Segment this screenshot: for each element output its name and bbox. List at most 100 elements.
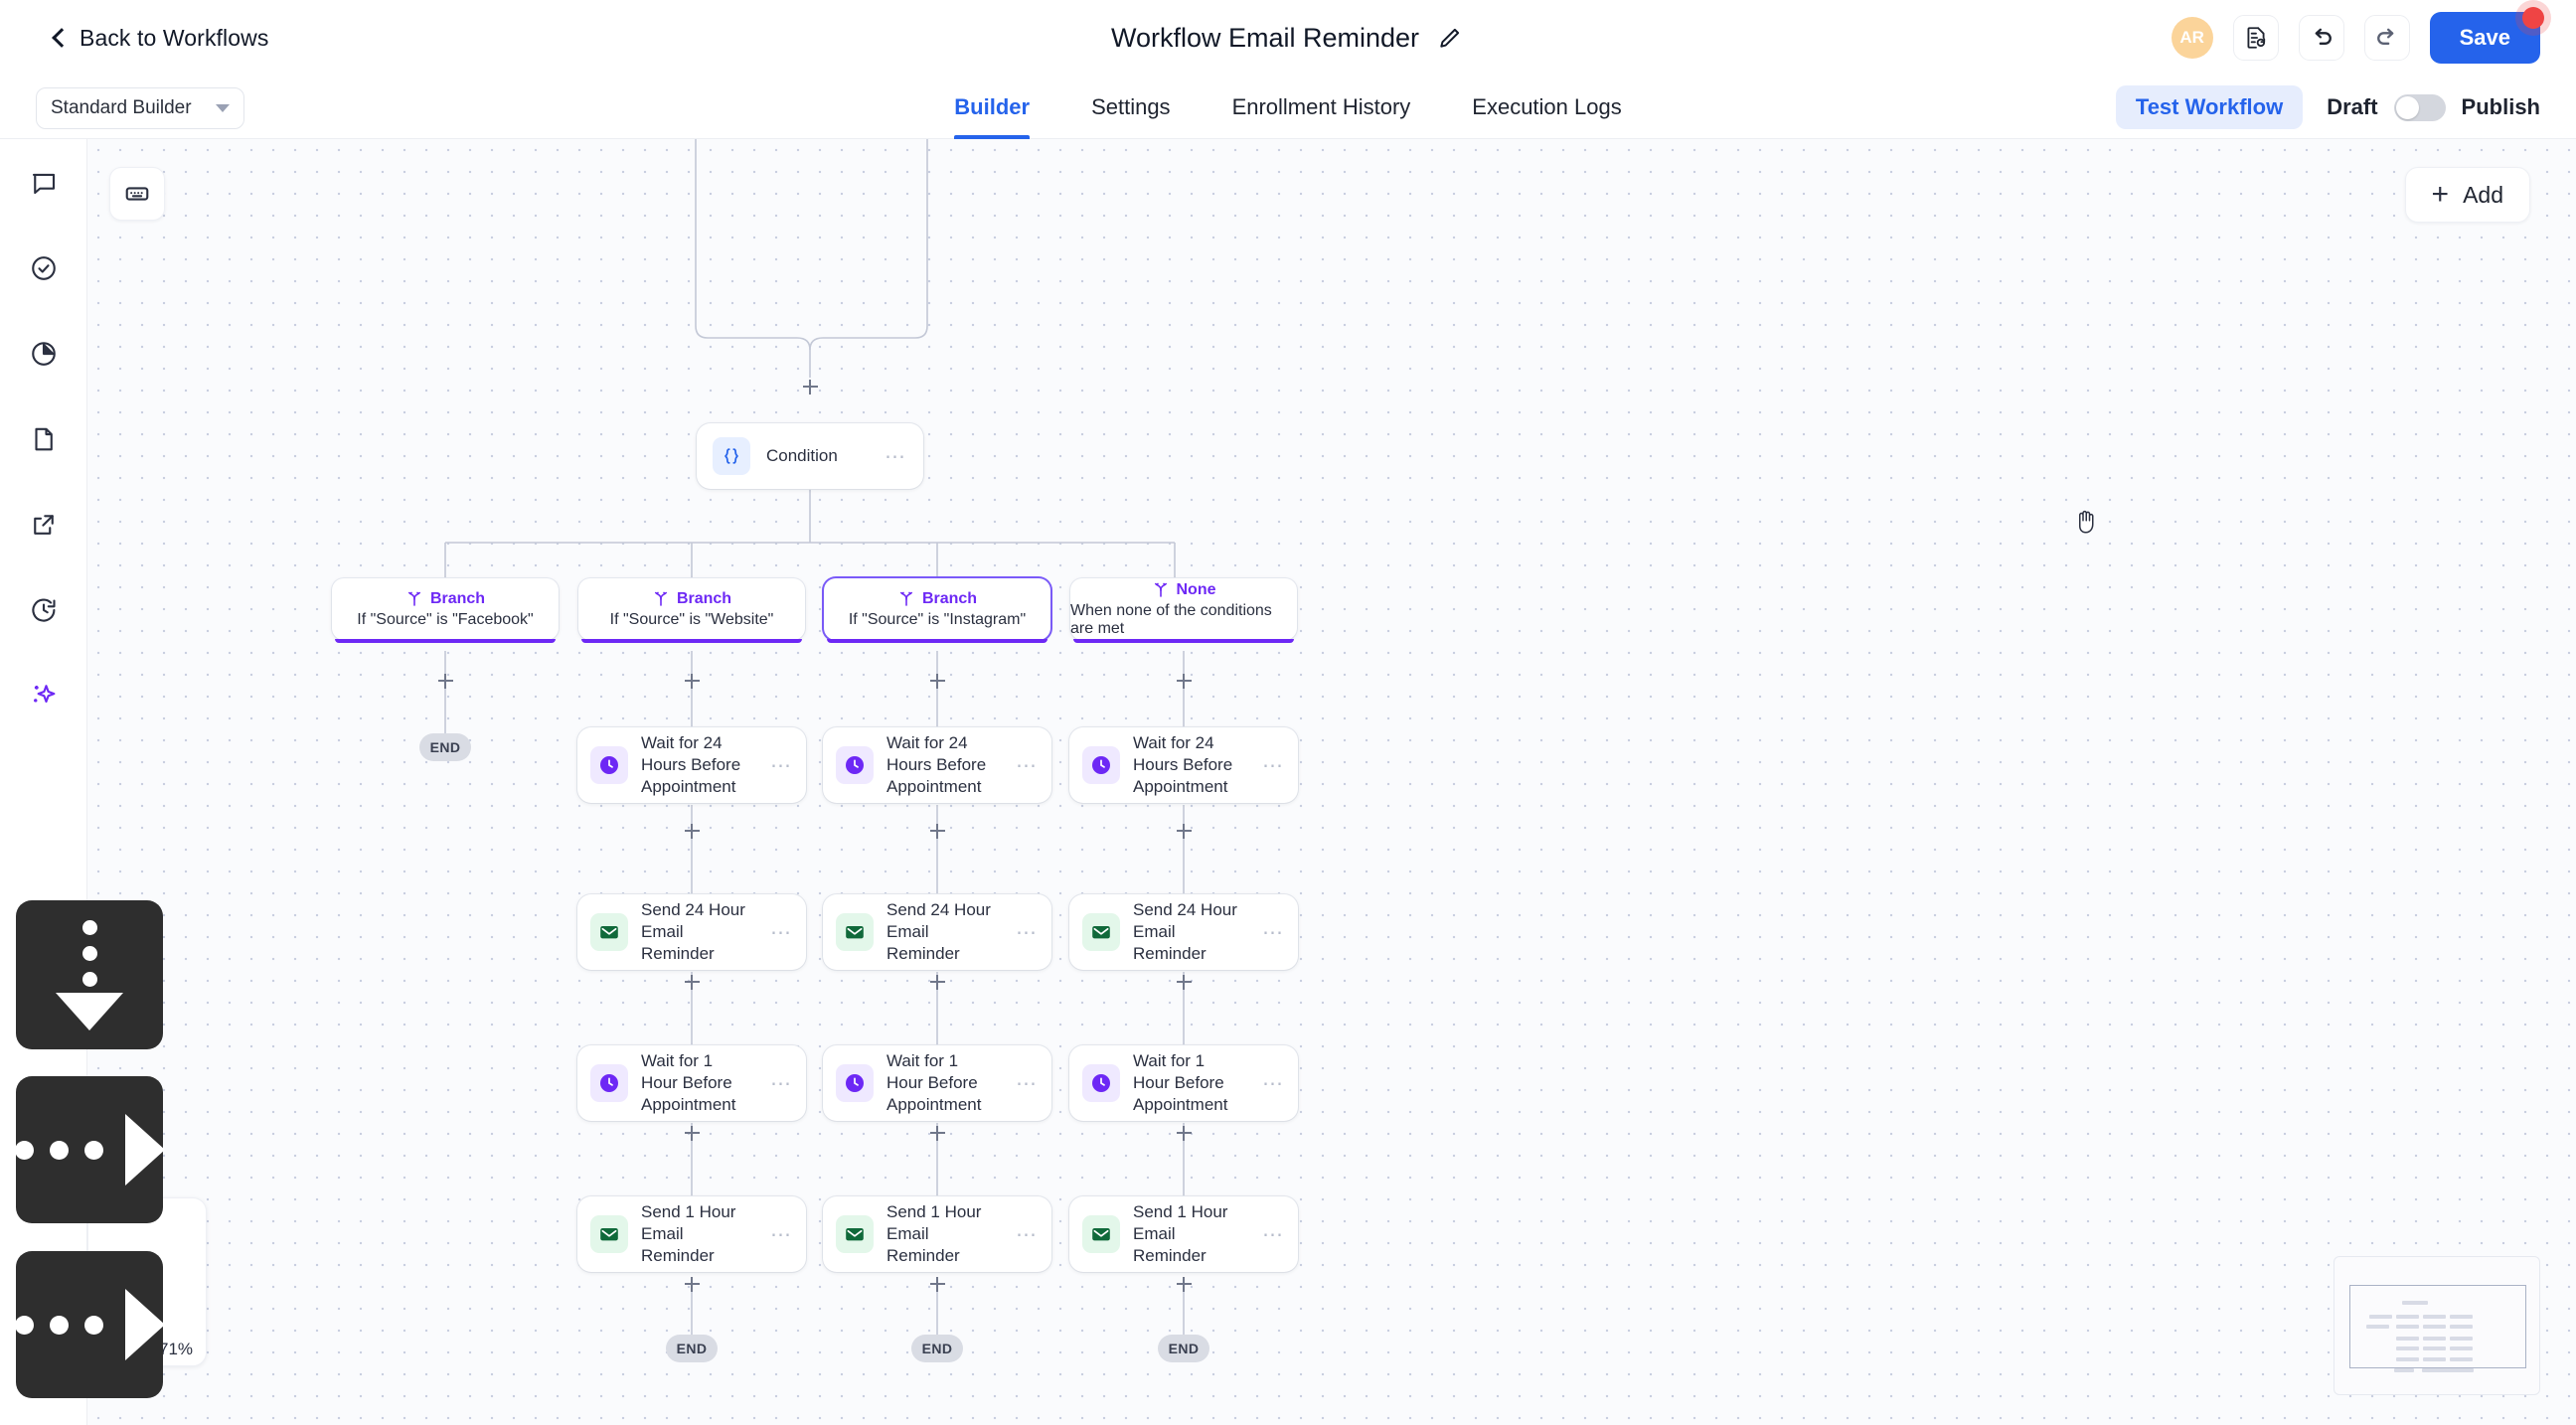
- node-menu-icon[interactable]: ⋯: [770, 753, 793, 777]
- tab-builder[interactable]: Builder: [954, 76, 1030, 139]
- node-wait-1h[interactable]: Wait for 1 Hour Before Appointment ⋯: [1069, 1045, 1298, 1121]
- add-step-handle[interactable]: [1171, 969, 1197, 995]
- save-button[interactable]: Save: [2429, 7, 2544, 64]
- node-wait-24h[interactable]: Wait for 24 Hours Before Appointment ⋯: [823, 727, 1051, 803]
- curly-braces-icon: [713, 437, 750, 475]
- node-menu-icon[interactable]: ⋯: [770, 920, 793, 944]
- zoom-level-label: 71%: [159, 1340, 194, 1358]
- branch-fork-icon: [407, 591, 420, 606]
- minimap-node: [2450, 1315, 2473, 1319]
- branch-title-group: Branch: [652, 590, 731, 608]
- branch-fork-icon: [654, 591, 667, 606]
- node-wait-1h[interactable]: Wait for 1 Hour Before Appointment ⋯: [577, 1045, 806, 1121]
- add-step-handle[interactable]: [924, 1271, 950, 1297]
- minimap-node: [2394, 1368, 2414, 1372]
- envelope-icon: [836, 1215, 874, 1253]
- node-menu-icon[interactable]: ⋯: [1262, 753, 1285, 777]
- sparkle-icon[interactable]: [22, 674, 66, 717]
- add-step-handle[interactable]: [679, 1120, 705, 1146]
- node-menu-icon[interactable]: ⋯: [1262, 1222, 1285, 1246]
- add-step-handle[interactable]: [432, 668, 458, 694]
- add-step-handle[interactable]: [679, 818, 705, 844]
- add-step-handle[interactable]: [679, 668, 705, 694]
- down-triangle-icon: [56, 992, 123, 1030]
- document-icon[interactable]: [22, 417, 66, 461]
- node-menu-icon[interactable]: ⋯: [1262, 920, 1285, 944]
- node-send-24h-email[interactable]: Send 24 Hour Email Reminder ⋯: [823, 894, 1051, 970]
- add-step-handle[interactable]: [924, 818, 950, 844]
- draft-publish-toggle[interactable]: [2393, 93, 2446, 121]
- minimap-node: [2396, 1337, 2419, 1341]
- external-link-icon[interactable]: [22, 503, 66, 547]
- right-triangle-icon: [124, 1289, 165, 1360]
- node-send-24h-email[interactable]: Send 24 Hour Email Reminder ⋯: [1069, 894, 1298, 970]
- pan-right-overlay-lower[interactable]: [14, 1251, 165, 1398]
- redo-arrow-icon[interactable]: [2363, 15, 2410, 61]
- add-step-handle[interactable]: [924, 668, 950, 694]
- pan-right-overlay-upper[interactable]: [14, 1076, 165, 1223]
- node-send-24h-email[interactable]: Send 24 Hour Email Reminder ⋯: [577, 894, 806, 970]
- node-label: Send 24 Hour Email Reminder: [886, 900, 991, 963]
- branch-card-website[interactable]: Branch If "Source" is "Website": [578, 578, 805, 643]
- add-step-handle[interactable]: [1171, 818, 1197, 844]
- tab-enrollment-history-label: Enrollment History: [1231, 94, 1411, 119]
- page-title: Workflow Email Reminder: [1110, 22, 1420, 53]
- test-workflow-button[interactable]: Test Workflow: [2115, 85, 2304, 129]
- node-menu-icon[interactable]: ⋯: [1262, 1071, 1285, 1095]
- add-step-handle[interactable]: [679, 969, 705, 995]
- node-wait-24h[interactable]: Wait for 24 Hours Before Appointment ⋯: [1069, 727, 1298, 803]
- node-condition[interactable]: Condition ⋯: [697, 423, 923, 489]
- add-step-handle[interactable]: [1171, 668, 1197, 694]
- node-menu-icon[interactable]: ⋯: [1016, 753, 1039, 777]
- node-wait-1h[interactable]: Wait for 1 Hour Before Appointment ⋯: [823, 1045, 1051, 1121]
- pencil-icon[interactable]: [1435, 23, 1465, 53]
- add-step-handle[interactable]: [924, 1120, 950, 1146]
- check-circle-icon[interactable]: [22, 246, 66, 290]
- tab-execution-logs[interactable]: Execution Logs: [1472, 76, 1621, 139]
- tab-enrollment-history[interactable]: Enrollment History: [1232, 76, 1411, 139]
- add-step-handle[interactable]: [797, 374, 823, 399]
- node-menu-icon[interactable]: ⋯: [770, 1222, 793, 1246]
- minimap-node: [2396, 1325, 2419, 1329]
- save-button-label: Save: [2459, 25, 2510, 50]
- back-to-workflows-button[interactable]: Back to Workflows: [50, 0, 268, 76]
- branch-card-facebook[interactable]: Branch If "Source" is "Facebook": [332, 578, 559, 643]
- node-label: Wait for 24 Hours Before Appointment: [1133, 733, 1233, 796]
- undo-arrow-icon[interactable]: [2298, 15, 2344, 61]
- node-menu-icon[interactable]: ⋯: [770, 1071, 793, 1095]
- builder-mode-select[interactable]: Standard Builder: [36, 87, 244, 129]
- node-menu-icon[interactable]: ⋯: [1016, 1222, 1039, 1246]
- node-menu-icon[interactable]: ⋯: [1016, 1071, 1039, 1095]
- scroll-down-overlay[interactable]: [16, 900, 163, 1049]
- tab-builder-label: Builder: [954, 94, 1031, 119]
- flow-connectors: [444, 139, 1185, 1337]
- document-refresh-icon[interactable]: [2232, 15, 2279, 61]
- minimap-node: [2450, 1325, 2473, 1329]
- left-icon-rail: [0, 139, 87, 1425]
- workflow-canvas[interactable]: + Add: [87, 139, 2576, 1425]
- tab-settings[interactable]: Settings: [1091, 76, 1171, 139]
- minimap-viewport[interactable]: [2349, 1285, 2526, 1368]
- pie-chart-icon[interactable]: [22, 332, 66, 376]
- node-send-1h-email[interactable]: Send 1 Hour Email Reminder ⋯: [823, 1196, 1051, 1272]
- node-wait-24h[interactable]: Wait for 24 Hours Before Appointment ⋯: [577, 727, 806, 803]
- add-step-handle[interactable]: [1171, 1120, 1197, 1146]
- chat-bubble-icon[interactable]: [22, 161, 66, 205]
- avatar[interactable]: AR: [2171, 17, 2213, 59]
- node-menu-icon[interactable]: ⋯: [885, 444, 907, 468]
- node-send-1h-email[interactable]: Send 1 Hour Email Reminder ⋯: [1069, 1196, 1298, 1272]
- add-step-handle[interactable]: [1171, 1271, 1197, 1297]
- add-step-handle[interactable]: [924, 969, 950, 995]
- node-send-1h-email[interactable]: Send 1 Hour Email Reminder ⋯: [577, 1196, 806, 1272]
- keyboard-icon[interactable]: [109, 167, 165, 221]
- end-badge: END: [419, 733, 471, 761]
- branch-card-none[interactable]: None When none of the conditions are met: [1070, 578, 1297, 643]
- add-step-handle[interactable]: [679, 1271, 705, 1297]
- canvas-minimap[interactable]: [2334, 1256, 2540, 1395]
- clock-history-icon[interactable]: [22, 588, 66, 632]
- publish-label: Publish: [2461, 94, 2540, 119]
- branch-card-instagram[interactable]: Branch If "Source" is "Instagram": [824, 578, 1050, 643]
- node-menu-icon[interactable]: ⋯: [1016, 920, 1039, 944]
- add-node-button[interactable]: + Add: [2404, 167, 2530, 223]
- node-label: Wait for 1 Hour Before Appointment: [1133, 1051, 1228, 1114]
